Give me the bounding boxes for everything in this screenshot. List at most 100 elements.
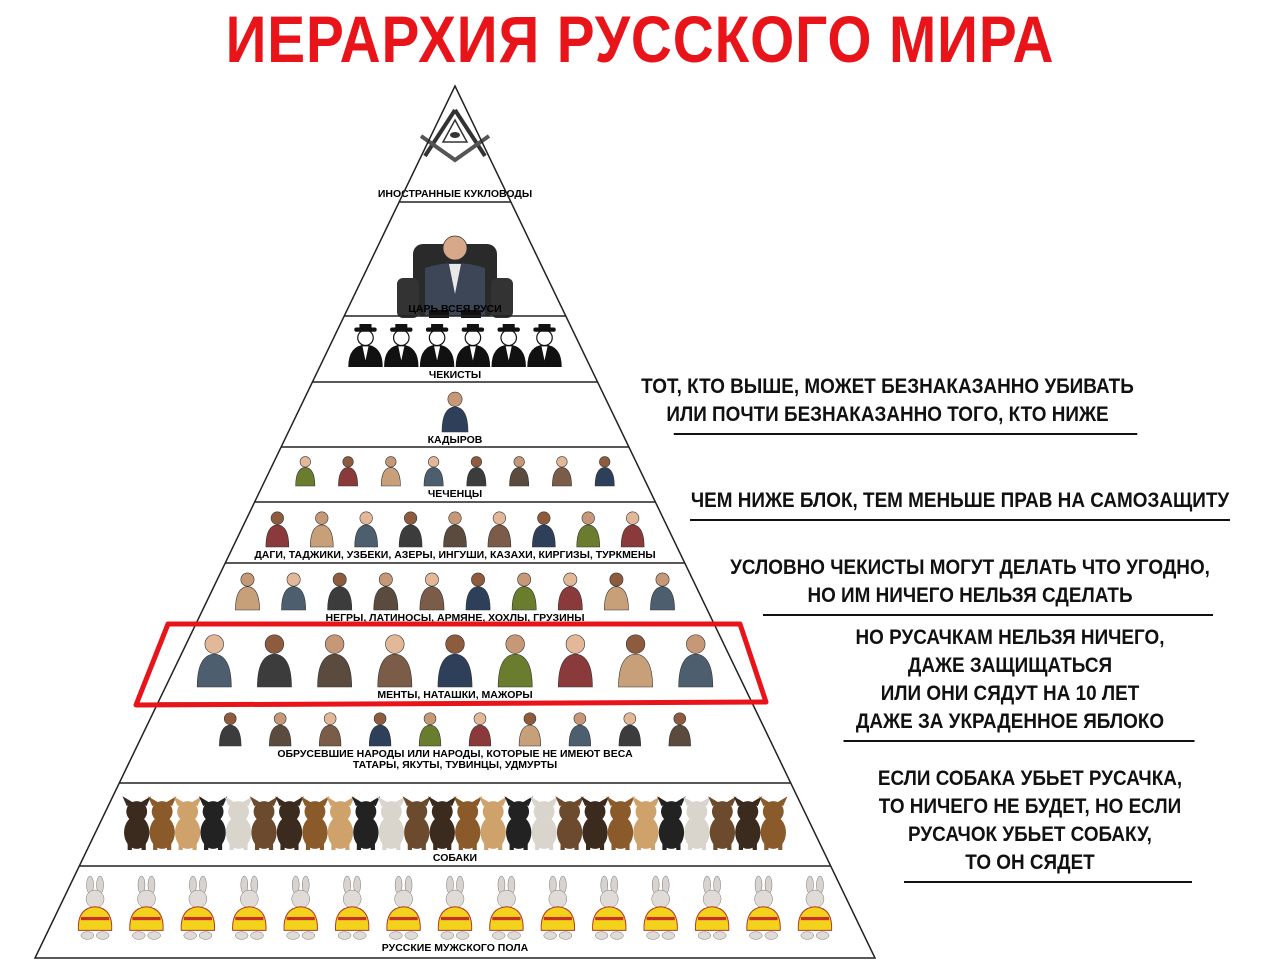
agent-bust-icon — [527, 324, 562, 367]
note-line: ИЛИ ПОЧТИ БЕЗНАКАЗАННО ТОГО, КТО НИЖЕ — [666, 403, 1109, 426]
person-figure-icon — [511, 572, 537, 611]
dog-icon — [300, 796, 330, 850]
note-line: ИЛИ ОНИ СЯДУТ НА 10 ЛЕТ — [880, 682, 1140, 705]
note-line: ТО НИЧЕГО НЕ БУДЕТ, НО ЕСЛИ — [878, 795, 1182, 818]
person-figure-icon — [678, 634, 714, 688]
tier-label: ЧЕКИСТЫ — [429, 369, 481, 381]
rabbit-icon — [694, 875, 730, 940]
person-figure-icon — [443, 511, 467, 548]
tier-label: ОБРУСЕВШИЕ НАРОДЫ ИЛИ НАРОДЫ, КОТОРЫЕ НЕ… — [277, 748, 633, 760]
dog-icon — [529, 796, 559, 850]
person-figure-icon — [620, 511, 645, 548]
person-figure-icon — [327, 572, 353, 611]
person-figure-icon — [650, 572, 675, 611]
tier-label: СОБАКИ — [433, 852, 477, 864]
dog-icon — [759, 796, 788, 850]
dog-icon — [580, 796, 610, 850]
tier-9: СОБАКИ — [119, 782, 791, 864]
tier-label: ЧЕЧЕНЦЫ — [428, 488, 482, 500]
agent-bust-icon — [455, 324, 491, 367]
rabbit-icon — [746, 875, 781, 940]
person-figure-icon — [618, 712, 641, 747]
person-figure-icon — [196, 634, 232, 688]
dog-icon — [555, 796, 584, 850]
tier-label: НЕГРЫ, ЛАТИНОСЫ, АРМЯНЕ, ХОХЛЫ, ГРУЗИНЫ — [326, 612, 585, 624]
fighter-bust-icon — [509, 456, 530, 487]
agent-bust-icon — [348, 324, 383, 367]
leader-bust-icon — [441, 391, 469, 433]
note-line: ЧЕМ НИЖЕ БЛОК, ТЕМ МЕНЬШЕ ПРАВ НА САМОЗА… — [690, 489, 1230, 512]
note-line: ДАЖЕ ЗА УКРАДЕННОЕ ЯБЛОКО — [855, 710, 1165, 733]
dog-icon — [377, 796, 406, 850]
dog-icon — [504, 796, 533, 850]
person-figure-icon — [269, 712, 292, 747]
note-line: ТО ОН СЯДЕТ — [965, 851, 1095, 874]
person-figure-icon — [618, 634, 653, 688]
tier-0: ИНОСТРАННЫЕ КУКЛОВОДЫ — [378, 108, 532, 200]
tier-10: РУССКИЕ МУЖСКОГО ПОЛА — [77, 865, 833, 954]
rabbit-icon — [129, 875, 164, 940]
tier-sublabel: ТАТАРЫ, ЯКУТЫ, ТУВИНЦЫ, УДМУРТЫ — [353, 759, 557, 771]
dog-icon — [326, 796, 355, 850]
person-figure-icon — [309, 511, 334, 548]
dog-icon — [427, 796, 457, 850]
dog-icon — [122, 796, 151, 850]
person-figure-icon — [418, 712, 442, 747]
tier-3: КАДЫРОВ — [312, 381, 598, 446]
agent-bust-icon — [384, 324, 419, 367]
rabbit-icon — [334, 875, 370, 940]
dog-icon — [733, 796, 763, 850]
fighter-bust-icon — [338, 456, 358, 487]
person-figure-icon — [668, 712, 691, 747]
person-figure-icon — [368, 712, 392, 747]
rabbit-icon — [643, 875, 678, 940]
person-figure-icon — [604, 572, 629, 611]
tier-1: ЦАРЬ ВСЕЯ РУСИ — [397, 201, 513, 318]
person-figure-icon — [377, 634, 413, 688]
rabbit-icon — [180, 875, 216, 940]
dog-icon — [453, 796, 483, 850]
dog-icon — [631, 796, 661, 850]
rabbit-icon — [437, 875, 473, 940]
note-kill-rule: ТОТ, КТО ВЫШЕ, МОЖЕТ БЕЗНАКАЗАННО УБИВАТ… — [638, 373, 1138, 435]
person-figure-icon — [437, 634, 473, 688]
note-line: ТОТ, КТО ВЫШЕ, МОЖЕТ БЕЗНАКАЗАННО УБИВАТ… — [641, 375, 1134, 398]
fighter-bust-icon — [295, 456, 316, 487]
person-figure-icon — [518, 712, 542, 747]
poster-title: ИЕРАРХИЯ РУССКОГО МИРА — [225, 2, 1055, 76]
rabbit-icon — [489, 875, 524, 940]
fighter-bust-icon — [594, 456, 615, 487]
note-dog: ЕСЛИ СОБАКА УБЬЕТ РУСАЧКА, ТО НИЧЕГО НЕ … — [868, 765, 1192, 883]
person-figure-icon — [235, 572, 260, 611]
dog-icon — [198, 796, 228, 850]
tier-6: НЕГРЫ, ЛАТИНОСЫ, АРМЯНЕ, ХОХЛЫ, ГРУЗИНЫ — [225, 562, 685, 624]
agent-bust-icon — [419, 324, 455, 367]
note-rusachki: НО РУСАЧКАМ НЕЛЬЗЯ НИЧЕГО, ДАЖЕ ЗАЩИЩАТЬ… — [826, 624, 1195, 742]
note-line: НО РУСАЧКАМ НЕЛЬЗЯ НИЧЕГО, — [855, 626, 1165, 649]
rabbit-icon — [283, 875, 318, 940]
person-figure-icon — [265, 511, 290, 548]
rabbit-icon — [797, 875, 833, 940]
dog-icon — [606, 796, 635, 850]
note-self-defense: ЧЕМ НИЖЕ БЛОК, ТЕМ МЕНЬШЕ ПРАВ НА САМОЗА… — [690, 487, 1230, 521]
note-chekists: УСЛОВНО ЧЕКИСТЫ МОГУТ ДЕЛАТЬ ЧТО УГОДНО,… — [727, 554, 1213, 616]
dog-icon — [173, 796, 202, 850]
person-figure-icon — [576, 511, 601, 548]
person-figure-icon — [281, 572, 306, 611]
person-figure-icon — [468, 712, 492, 747]
pyramid-outline — [33, 84, 877, 959]
fighter-bust-icon — [380, 456, 401, 487]
dog-icon — [682, 796, 712, 850]
dog-icon — [249, 796, 279, 850]
person-figure-icon — [465, 572, 491, 611]
person-figure-icon — [398, 511, 423, 548]
rabbit-icon — [77, 875, 113, 940]
note-line: НО ИМ НИЧЕГО НЕЛЬЗЯ СДЕЛАТЬ — [807, 584, 1133, 607]
person-figure-icon — [532, 511, 556, 548]
note-line: ЕСЛИ СОБАКА УБЬЕТ РУСАЧКА, — [877, 767, 1183, 790]
person-figure-icon — [219, 712, 242, 747]
tier-label: ЦАРЬ ВСЕЯ РУСИ — [408, 303, 501, 315]
person-figure-icon — [354, 511, 378, 548]
person-figure-icon — [373, 572, 399, 611]
